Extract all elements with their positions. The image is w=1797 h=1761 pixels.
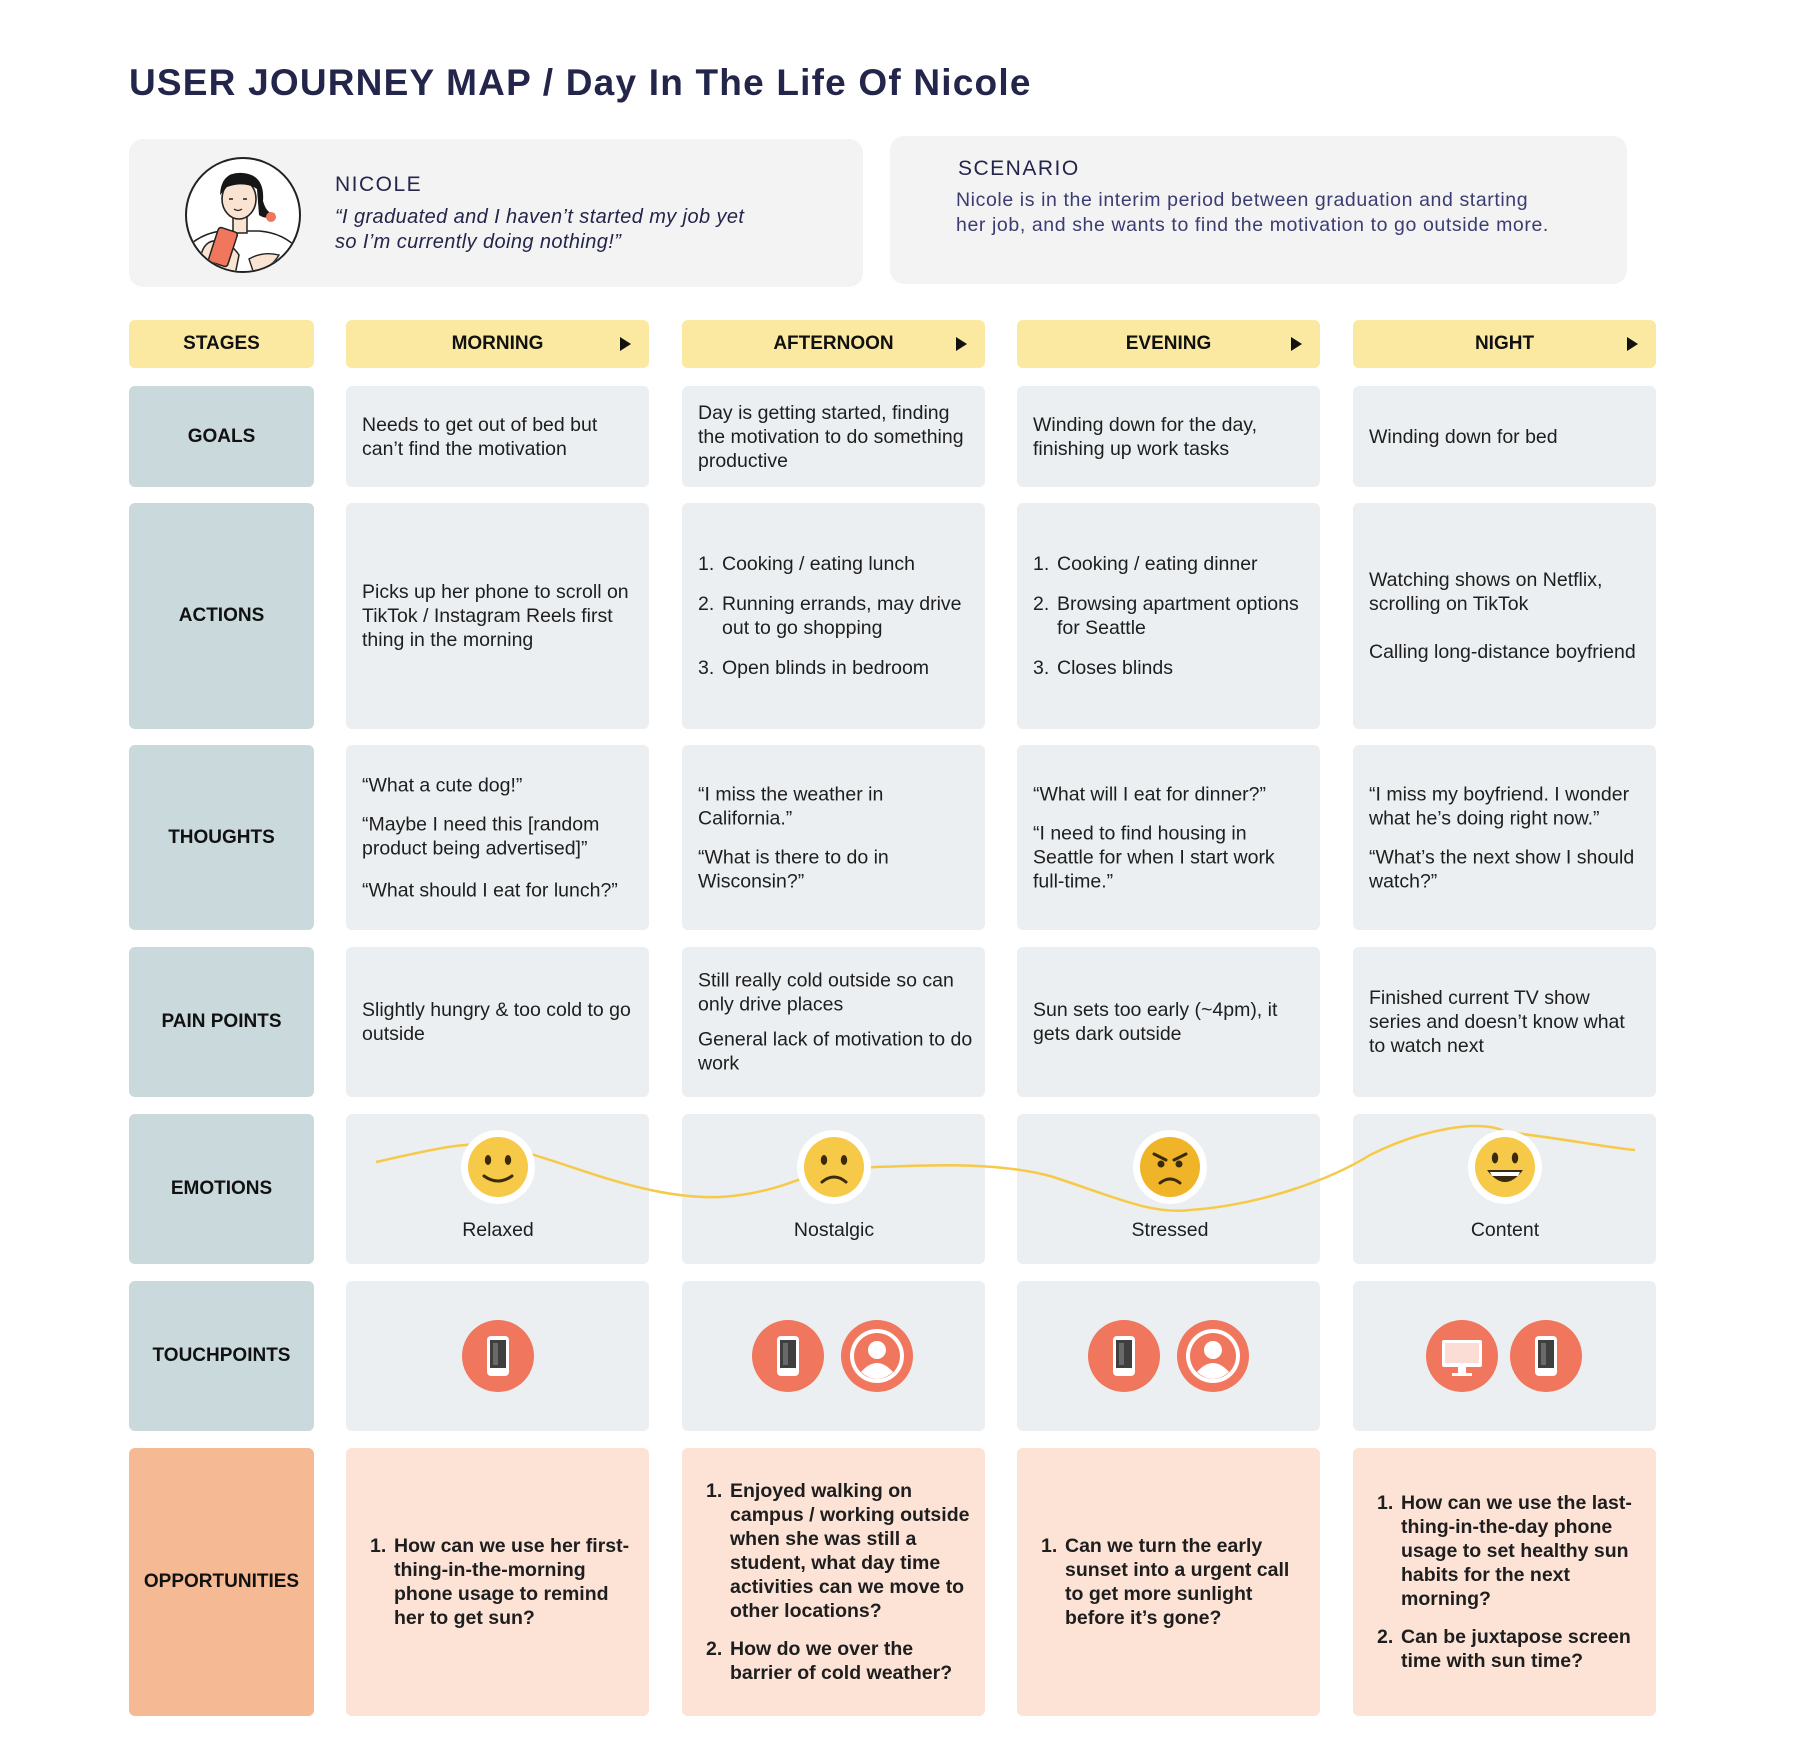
list-item: 1.Enjoyed walking on campus / working ou… <box>706 1480 970 1622</box>
thought-text: “What should I eat for lunch?” <box>362 879 618 901</box>
list-item: 1.Can we turn the early sunset into a ur… <box>1041 1535 1290 1629</box>
person-icon <box>1177 1320 1249 1392</box>
scenario-label: SCENARIO <box>958 157 1080 180</box>
goals-afternoon: Day is getting started, finding the moti… <box>682 386 985 487</box>
actions-morning: Picks up her phone to scroll on TikTok /… <box>346 503 649 729</box>
page-title: USER JOURNEY MAP / Day In The Life Of Ni… <box>129 62 1032 103</box>
thought-text: “What a cute dog!” <box>362 774 523 796</box>
phone-icon <box>1088 1320 1160 1392</box>
stage-afternoon-label: AFTERNOON <box>773 333 894 354</box>
persona-name: NICOLE <box>335 173 423 196</box>
stage-morning[interactable]: MORNING <box>346 320 649 368</box>
play-icon <box>1291 337 1302 351</box>
list-item: 2.How do we over the barrier of cold wea… <box>706 1638 953 1684</box>
stages-label: STAGES <box>129 320 314 368</box>
emotion-label: Stressed <box>1131 1219 1209 1241</box>
goals-night-text: Winding down for bed <box>1369 425 1558 448</box>
touchpoints-afternoon <box>682 1281 985 1431</box>
pain-points-evening: Sun sets too early (~4pm), it gets dark … <box>1017 947 1320 1097</box>
row-label-emotions: EMOTIONS <box>129 1114 314 1264</box>
touchpoints-evening <box>1017 1281 1320 1431</box>
list-item: 3.Closes blinds <box>1033 657 1173 679</box>
stage-afternoon[interactable]: AFTERNOON <box>682 320 985 368</box>
thought-text: “I miss the weather in California.” <box>698 783 884 829</box>
phone-icon <box>1510 1320 1582 1392</box>
opportunities-night: 1.How can we use the last-thing-in-the-d… <box>1353 1448 1656 1716</box>
play-icon <box>956 337 967 351</box>
thought-text: “I miss my boyfriend. I wonder what he’s… <box>1369 783 1630 829</box>
phone-icon <box>752 1320 824 1392</box>
pain-points-afternoon: Still really cold outside so can only dr… <box>682 947 985 1097</box>
scenario-text: Nicole is in the interim period between … <box>956 189 1549 236</box>
touchpoints-night <box>1353 1281 1656 1431</box>
emotion-label: Content <box>1470 1219 1540 1241</box>
thought-text: “What is there to do in Wisconsin?” <box>698 846 889 892</box>
stage-night[interactable]: NIGHT <box>1353 320 1656 368</box>
stage-night-label: NIGHT <box>1474 333 1535 354</box>
avatar <box>185 157 301 273</box>
thought-text: “I need to find housing in Seattle for w… <box>1033 822 1275 892</box>
list-item: 1.How can we use the last-thing-in-the-d… <box>1377 1492 1632 1610</box>
stages-label-text: STAGES <box>183 333 260 354</box>
goals-morning-text: Needs to get out of bed but can’t find t… <box>362 413 598 460</box>
emotion-label: Relaxed <box>462 1219 534 1241</box>
list-item: 2.Can be juxtapose screen time with sun … <box>1377 1626 1631 1672</box>
persona-quote: “I graduated and I haven’t started my jo… <box>335 206 745 253</box>
play-icon <box>1627 337 1638 351</box>
thought-text: “Maybe I need this [random product being… <box>362 813 600 859</box>
pain-point-text: General lack of motivation to do work <box>698 1028 973 1075</box>
thoughts-night: “I miss my boyfriend. I wonder what he’s… <box>1353 745 1656 930</box>
list-item: 1.Cooking / eating lunch <box>698 553 915 575</box>
opportunities-morning: 1.How can we use her first-thing-in-the-… <box>346 1448 649 1716</box>
person-icon <box>841 1320 913 1392</box>
thoughts-afternoon: “I miss the weather in California.” “Wha… <box>682 745 985 930</box>
list-item: 1.How can we use her first-thing-in-the-… <box>370 1535 630 1629</box>
row-label-opportunities: OPPORTUNITIES <box>129 1448 314 1716</box>
opportunities-afternoon: 1.Enjoyed walking on campus / working ou… <box>682 1448 985 1716</box>
goals-morning: Needs to get out of bed but can’t find t… <box>346 386 649 487</box>
play-icon <box>620 337 631 351</box>
list-item: 2.Running errands, may drive out to go s… <box>698 593 962 639</box>
goals-night: Winding down for bed <box>1353 386 1656 487</box>
actions-afternoon: 1.Cooking / eating lunch 2.Running erran… <box>682 503 985 729</box>
actions-morning-text: Picks up her phone to scroll on TikTok /… <box>362 581 629 651</box>
pain-points-night: Finished current TV show series and does… <box>1353 947 1656 1097</box>
actions-night-text: Watching shows on Netflix, scrolling on … <box>1369 569 1603 615</box>
pain-point-text: Slightly hungry & too cold to go outside <box>362 999 631 1045</box>
row-label-touchpoints: TOUCHPOINTS <box>129 1281 314 1431</box>
pain-point-text: Finished current TV show series and does… <box>1369 987 1625 1057</box>
pain-point-text: Still really cold outside so can only dr… <box>698 969 954 1016</box>
row-label-pain-points: PAIN POINTS <box>129 947 314 1097</box>
thoughts-morning: “What a cute dog!” “Maybe I need this [r… <box>346 745 649 930</box>
thoughts-evening: “What will I eat for dinner?” “I need to… <box>1017 745 1320 930</box>
goals-evening-text: Winding down for the day, finishing up w… <box>1033 413 1258 460</box>
scenario-card: SCENARIO Nicole is in the interim period… <box>890 136 1627 284</box>
emotion-label: Nostalgic <box>793 1219 875 1241</box>
goals-afternoon-text: Day is getting started, finding the moti… <box>698 401 964 472</box>
stage-evening[interactable]: EVENING <box>1017 320 1320 368</box>
thought-text: “What will I eat for dinner?” <box>1033 783 1267 805</box>
persona-card: NICOLE “I graduated and I haven’t starte… <box>129 139 863 287</box>
opportunities-evening: 1.Can we turn the early sunset into a ur… <box>1017 1448 1320 1716</box>
list-item: 2.Browsing apartment options for Seattle <box>1033 593 1299 639</box>
list-item: 1.Cooking / eating dinner <box>1033 553 1258 575</box>
row-label-actions: ACTIONS <box>129 503 314 729</box>
phone-icon <box>462 1320 534 1392</box>
list-item: 3.Open blinds in bedroom <box>698 657 930 679</box>
actions-night: Watching shows on Netflix, scrolling on … <box>1353 503 1656 729</box>
stage-morning-label: MORNING <box>451 333 544 354</box>
desktop-icon <box>1426 1320 1498 1392</box>
stage-evening-label: EVENING <box>1125 333 1212 354</box>
actions-night-text: Calling long-distance boyfriend <box>1369 641 1636 663</box>
thought-text: “What’s the next show I should watch?” <box>1369 846 1635 892</box>
row-label-thoughts: THOUGHTS <box>129 745 314 930</box>
row-label-goals: GOALS <box>129 386 314 487</box>
actions-evening: 1.Cooking / eating dinner 2.Browsing apa… <box>1017 503 1320 729</box>
goals-evening: Winding down for the day, finishing up w… <box>1017 386 1320 487</box>
pain-points-morning: Slightly hungry & too cold to go outside <box>346 947 649 1097</box>
pain-point-text: Sun sets too early (~4pm), it gets dark … <box>1033 999 1278 1045</box>
